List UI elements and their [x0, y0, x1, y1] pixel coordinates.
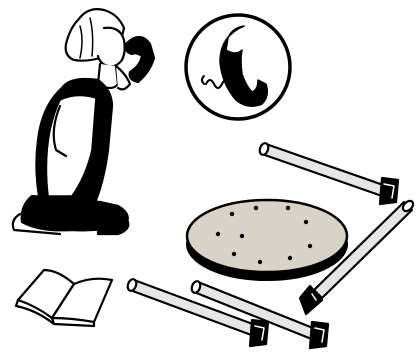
- table-leg-icon: [258, 142, 398, 204]
- telephone-icon: [186, 15, 290, 119]
- instruction-manual-icon: [16, 270, 112, 326]
- round-table-top-icon: [187, 200, 347, 280]
- phone-call-person-icon: [13, 9, 154, 234]
